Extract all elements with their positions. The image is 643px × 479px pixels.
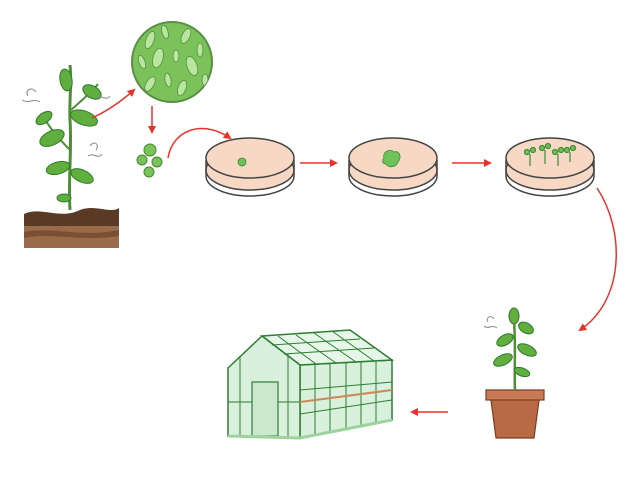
greenhouse-icon: [227, 329, 395, 440]
arrow-dish3-to-pot: [578, 187, 617, 332]
parent-plant-icon: [21, 64, 119, 248]
petri-dish-callus-icon: [348, 137, 438, 197]
potted-plant-icon: [483, 307, 545, 439]
cell-cluster-icon: [136, 143, 163, 178]
cell-tissue-icon: [131, 21, 213, 103]
petri-dish-shoots-icon: [505, 137, 595, 197]
petri-dish-explant-icon: [205, 137, 295, 197]
arrow-plant-to-tissue: [91, 88, 136, 119]
process-arrows: [91, 88, 617, 416]
arrow-cells-to-dish: [167, 127, 232, 159]
